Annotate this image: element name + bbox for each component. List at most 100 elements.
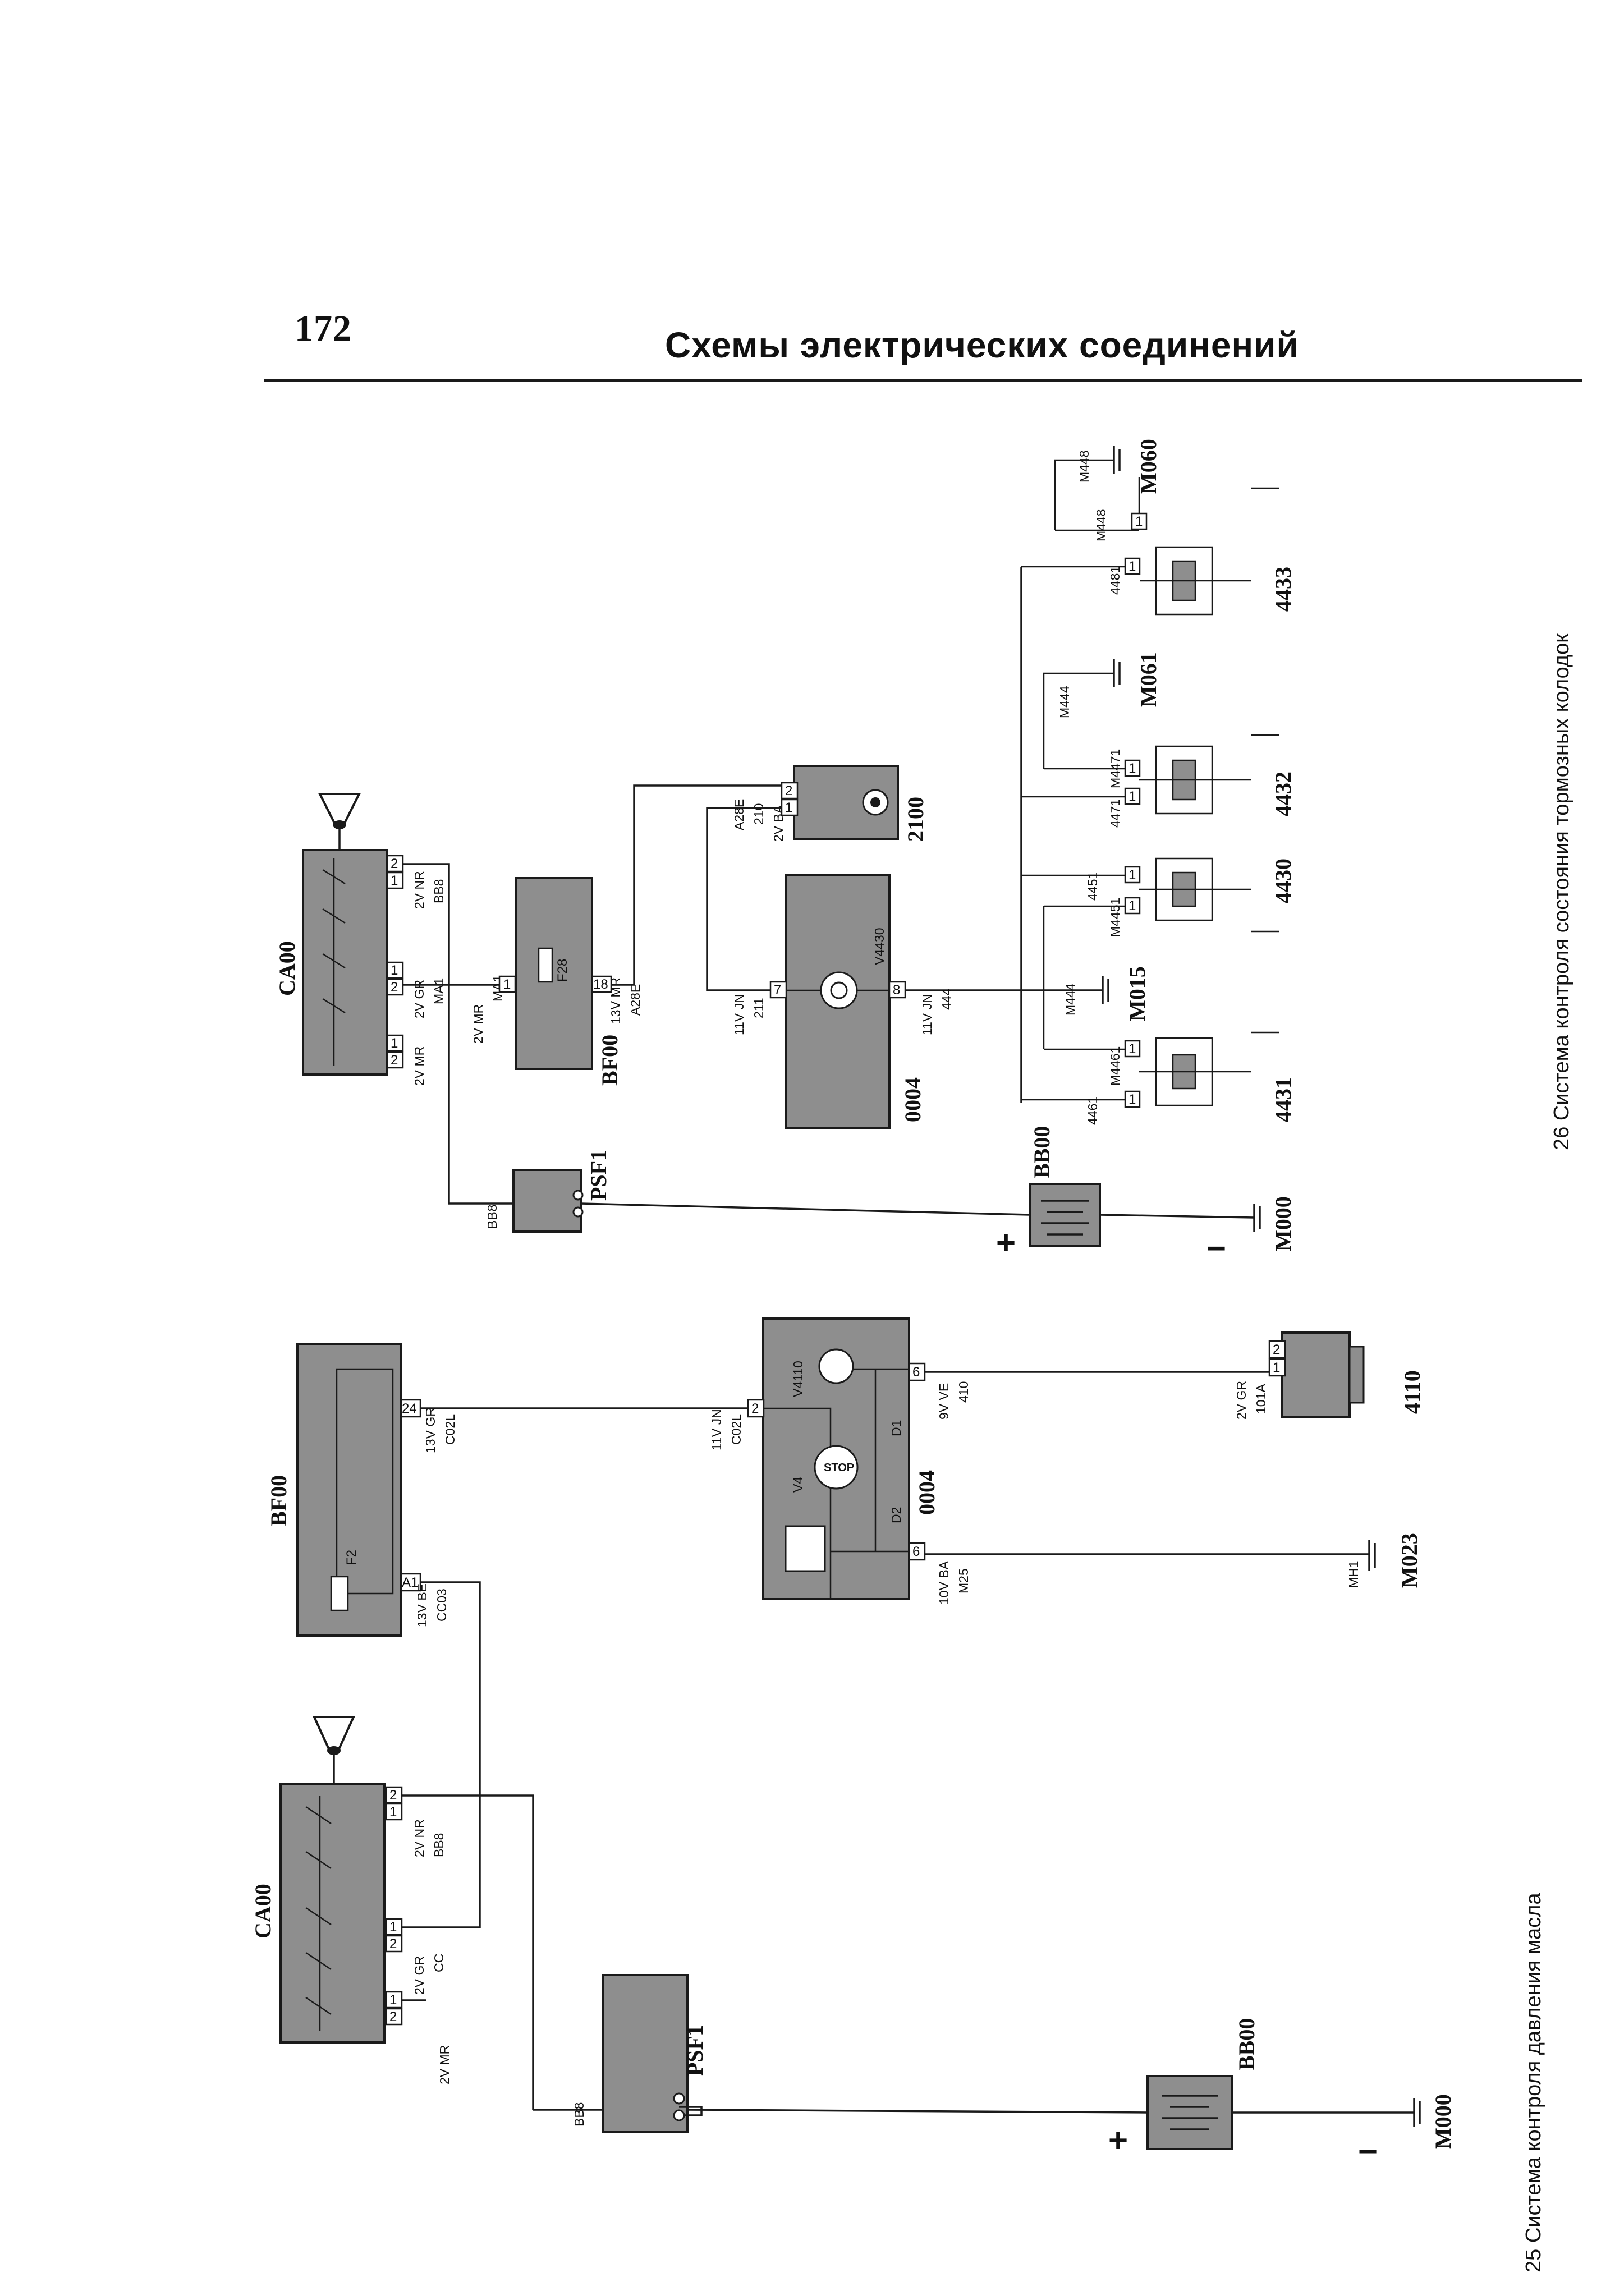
d26-pad-label: 4430 (1270, 858, 1296, 903)
d25-cluster-pin: 6 (912, 1544, 920, 1559)
d26-pad-pin: 1 (1128, 1041, 1136, 1057)
d26-pad-label: 4432 (1270, 772, 1296, 816)
d25-wire-label: 13V GR (423, 1407, 438, 1453)
d26-pad-pin: 1 (1128, 789, 1136, 804)
d26-pad-sensor-4431: 1 1 4461 M4461 4431 (1021, 990, 1296, 1125)
d25-wire-label: C02L (443, 1414, 457, 1445)
d25-key-icon (312, 1716, 356, 1784)
d25-wire-label: 410 (956, 1381, 971, 1403)
d26-bf00-pin: 1 (503, 977, 511, 992)
d26-ground-icon (1253, 1204, 1261, 1232)
d25-label-v4110: V4110 (791, 1361, 805, 1397)
d26-ca00-pin: 2 (391, 856, 398, 871)
d26-wire-label: 11V JN (732, 994, 746, 1035)
d26-wire-label: 444 (939, 988, 954, 1010)
d26-ground-icon (1113, 446, 1121, 474)
d26-pad-pin: 1 (1128, 1092, 1136, 1107)
d26-wire-label: 4481 (1108, 566, 1122, 595)
d26-wire-label: 4451 (1085, 872, 1100, 901)
d26-0004-instrument-cluster: 7 8 V4430 0004 (769, 874, 925, 1129)
d26-wire-label: M4451 (1108, 898, 1122, 937)
d25-minus-sign: − (1358, 2133, 1378, 2170)
d26-ground-icon (1113, 659, 1121, 687)
d25-m000-label: M000 (1430, 2094, 1456, 2149)
d25-wire-label: MH1 (1346, 1560, 1361, 1588)
d26-pad-sensor-4432: 1 1 4471 M4471 M444 4432 (1021, 672, 1296, 828)
d25-ca00-pin: 1 (389, 1992, 397, 2008)
d25-sensor-pin: 2 (1273, 1342, 1280, 1357)
d26-label-v4430: V4430 (872, 927, 887, 965)
d25-psf1-fuse-box: PSF1 (602, 1974, 708, 2133)
d26-m015-label: M015 (1125, 966, 1150, 1021)
d25-sensor-label: 4110 (1400, 1370, 1425, 1414)
d26-fuse-f28: F28 (555, 959, 570, 982)
d26-m000-label: M000 (1270, 1196, 1296, 1251)
d25-cluster-pin: 6 (912, 1365, 920, 1380)
d26-ca00-pin: 1 (391, 1036, 398, 1051)
d26-wire-label: 2V GR (412, 980, 426, 1018)
d26-bb00-battery: BB00 + − (996, 1126, 1226, 1267)
d26-wire-label: 210 (751, 803, 766, 825)
d26-m060-label: M060 (1136, 439, 1161, 494)
d26-ca00-label: CA00 (274, 941, 300, 996)
d26-pad-pin: 1 (1135, 514, 1143, 529)
d25-ca00-pin: 2 (389, 2009, 397, 2024)
d25-sensor-pin: 1 (1273, 1360, 1280, 1375)
d26-wire-label: 11V JN (920, 994, 934, 1035)
d25-0004-instrument-cluster: 2 6 6 STOP V4 V4110 D2 D1 0004 (747, 1317, 939, 1600)
d25-label-v4: V4 (791, 1477, 805, 1493)
d26-minus-sign: − (1206, 1229, 1226, 1267)
d25-fuse-f2: F2 (344, 1550, 359, 1565)
d26-wire-label: M4471 (1108, 749, 1122, 788)
d26-m061-label: M061 (1136, 652, 1161, 707)
d25-wire-label: 2V GR (412, 1956, 426, 1995)
d25-wire-label: 2V NR (412, 1819, 426, 1857)
d26-ca00-pin: 1 (391, 963, 398, 978)
d26-2100-brake-lamp-switch: 2 1 2100 (781, 765, 928, 842)
caption-diagram-26: 26 Система контроля состояния тормозных … (1550, 633, 1573, 1150)
d26-bf00-fuse-box: 1 18 F28 BF00 (498, 877, 622, 1086)
d25-wire-label: CC (432, 1954, 446, 1972)
d26-bf00-pin: 18 (593, 977, 608, 992)
page-header: 172 Схемы электрических соединений (0, 0, 1624, 426)
d25-wire-label: BB8 (432, 1833, 446, 1857)
d25-ground-icon (1368, 1540, 1376, 1571)
d25-bf00-pin: A1 (402, 1575, 418, 1590)
d25-bf00-fuse-box: F2 A1 24 BF00 (266, 1343, 421, 1637)
d25-wire-label: M25 (956, 1568, 971, 1594)
d26-ca00-pin: 1 (391, 873, 398, 888)
d26-pad-sensor-4430: 1 1 4451 M4451 4430 (1021, 857, 1296, 990)
d25-wire-label: CC03 (434, 1588, 449, 1622)
d25-ca00-ignition-switch: 2 1 1 2 1 2 CA00 (250, 1716, 403, 2044)
d25-label-d1: D1 (889, 1420, 903, 1436)
d25-m023-label: M023 (1397, 1533, 1422, 1588)
d25-4110-oil-pressure-sensor: 2 1 4110 (1268, 1331, 1425, 1418)
d25-wire-label: 13V BE (415, 1583, 429, 1627)
d26-wire-label: M444 (1063, 983, 1077, 1016)
d26-wire-label: M4461 (1108, 1046, 1122, 1086)
diagram-25: 2 1 1 2 1 2 CA00 2V MR 2V GR CC 2V NR BB… (250, 1317, 1545, 2272)
d25-wire-label: 10V BA (937, 1560, 951, 1605)
d26-cluster-label: 0004 (900, 1077, 925, 1122)
d25-bb00-battery: BB00 + − (1108, 2018, 1378, 2170)
d25-wire-label: 2V MR (437, 2045, 452, 2084)
d26-pad-label: 4431 (1270, 1077, 1296, 1122)
d26-cluster-pin: 8 (893, 982, 900, 998)
d25-wire-label: 101A (1254, 1384, 1268, 1414)
d25-ca00-pin: 2 (389, 1788, 397, 1803)
diagram-26: 2 1 1 2 1 2 CA00 2V MR 2V GR MA1 2V NR B… (274, 439, 1573, 1267)
d25-wire-label: 2V GR (1234, 1381, 1249, 1420)
d25-ca00-pin: 1 (389, 1804, 397, 1820)
d26-psf1-fuse-box: PSF1 (512, 1150, 611, 1233)
d25-ground-icon (1413, 2098, 1421, 2127)
d26-psf1-label: PSF1 (586, 1150, 611, 1201)
d25-ca00-label: CA00 (250, 1884, 276, 1939)
d25-stop-lamp: STOP (824, 1462, 854, 1474)
d26-switch-pin: 1 (785, 800, 792, 815)
d26-wire-label: MA1 (432, 978, 446, 1004)
d25-wire-label: 11V JN (709, 1409, 724, 1450)
d26-pad-sensor-4433: 1 1 4481 M448 M448 4433 (1021, 450, 1296, 616)
d26-wire-label: 4461 (1085, 1096, 1100, 1125)
d26-key-icon (318, 793, 361, 850)
d25-bf00-pin: 24 (402, 1401, 417, 1416)
